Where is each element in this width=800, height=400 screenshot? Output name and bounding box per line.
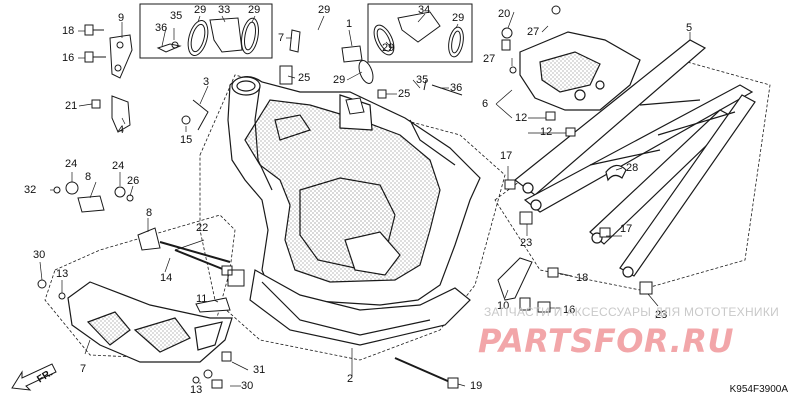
callout-21: 21 — [65, 100, 78, 112]
callout-29-right-box-1: 29 — [382, 42, 395, 54]
callout-36-right: 36 — [450, 82, 463, 94]
callout-19: 19 — [470, 380, 483, 392]
skid-plate — [67, 281, 233, 363]
callout-17-right: 17 — [620, 223, 633, 235]
callout-25-right: 25 — [398, 88, 411, 100]
leader-lines — [39, 11, 691, 387]
callout-1: 1 — [346, 18, 353, 30]
callout-7-lower: 7 — [80, 363, 87, 375]
callout-9: 9 — [118, 12, 125, 24]
callout-29-right-box-2: 29 — [452, 12, 465, 24]
front-direction-arrow — [11, 363, 57, 391]
callout-5: 5 — [686, 22, 693, 34]
main-frame — [227, 76, 481, 346]
callout-24-right: 24 — [112, 160, 125, 172]
callout-6: 6 — [482, 98, 489, 110]
callout-8-lower: 8 — [146, 207, 153, 219]
callout-8-left: 8 — [85, 171, 92, 183]
callout-16: 16 — [62, 52, 75, 64]
callout-31: 31 — [253, 364, 266, 376]
callout-27-top: 27 — [527, 26, 540, 38]
callout-7-upper: 7 — [278, 32, 285, 44]
seal-kit-box — [139, 3, 473, 63]
callout-13-left: 13 — [56, 268, 69, 280]
callout-35-right: 35 — [416, 74, 429, 86]
callout-20: 20 — [498, 8, 511, 20]
watermark-subtitle: ЗАПЧАСТИ И АКСЕССУАРЫ ДЛЯ МОТОТЕХНИКИ — [484, 305, 780, 319]
callout-29-box-2: 29 — [248, 4, 261, 16]
callout-15: 15 — [180, 134, 193, 146]
watermark-logo: PARTSFOR.RU — [478, 322, 734, 360]
callout-3: 3 — [203, 76, 210, 88]
subframe — [514, 39, 756, 278]
callout-30-bottom: 30 — [241, 380, 254, 392]
callout-17-top: 17 — [500, 150, 513, 162]
callout-18-right: 18 — [576, 272, 589, 284]
bracket-6 — [519, 31, 641, 111]
callout-29-center: 29 — [318, 4, 331, 16]
callout-35-left: 35 — [170, 10, 183, 22]
callout-36-left: 36 — [155, 22, 168, 34]
callout-11: 11 — [196, 293, 208, 305]
callout-29-mid: 29 — [333, 74, 346, 86]
callout-13-bottom: 13 — [190, 384, 203, 396]
callout-16-right: 16 — [563, 304, 576, 316]
callout-32: 32 — [24, 184, 37, 196]
callout-12-b: 12 — [540, 126, 553, 138]
diagram-code: K954F3900A — [729, 384, 788, 395]
callout-28: 28 — [626, 162, 639, 174]
callout-33: 33 — [218, 4, 231, 16]
callout-30-left: 30 — [33, 249, 46, 261]
callout-34: 34 — [418, 4, 431, 16]
callout-26: 26 — [127, 175, 140, 187]
callout-23-bottom: 23 — [655, 309, 668, 321]
callout-23-top: 23 — [520, 237, 533, 249]
callout-2: 2 — [347, 373, 354, 385]
callout-4: 4 — [118, 124, 125, 136]
callout-29-box-1: 29 — [194, 4, 207, 16]
callout-24-left: 24 — [65, 158, 78, 170]
callout-25-left: 25 — [298, 72, 311, 84]
hardware-parts — [37, 5, 653, 389]
callout-18: 18 — [62, 25, 75, 37]
callout-14: 14 — [160, 272, 173, 284]
callout-12-a: 12 — [515, 112, 528, 124]
callout-27-left: 27 — [483, 53, 496, 65]
callout-10: 10 — [497, 300, 510, 312]
callout-22: 22 — [196, 222, 209, 234]
